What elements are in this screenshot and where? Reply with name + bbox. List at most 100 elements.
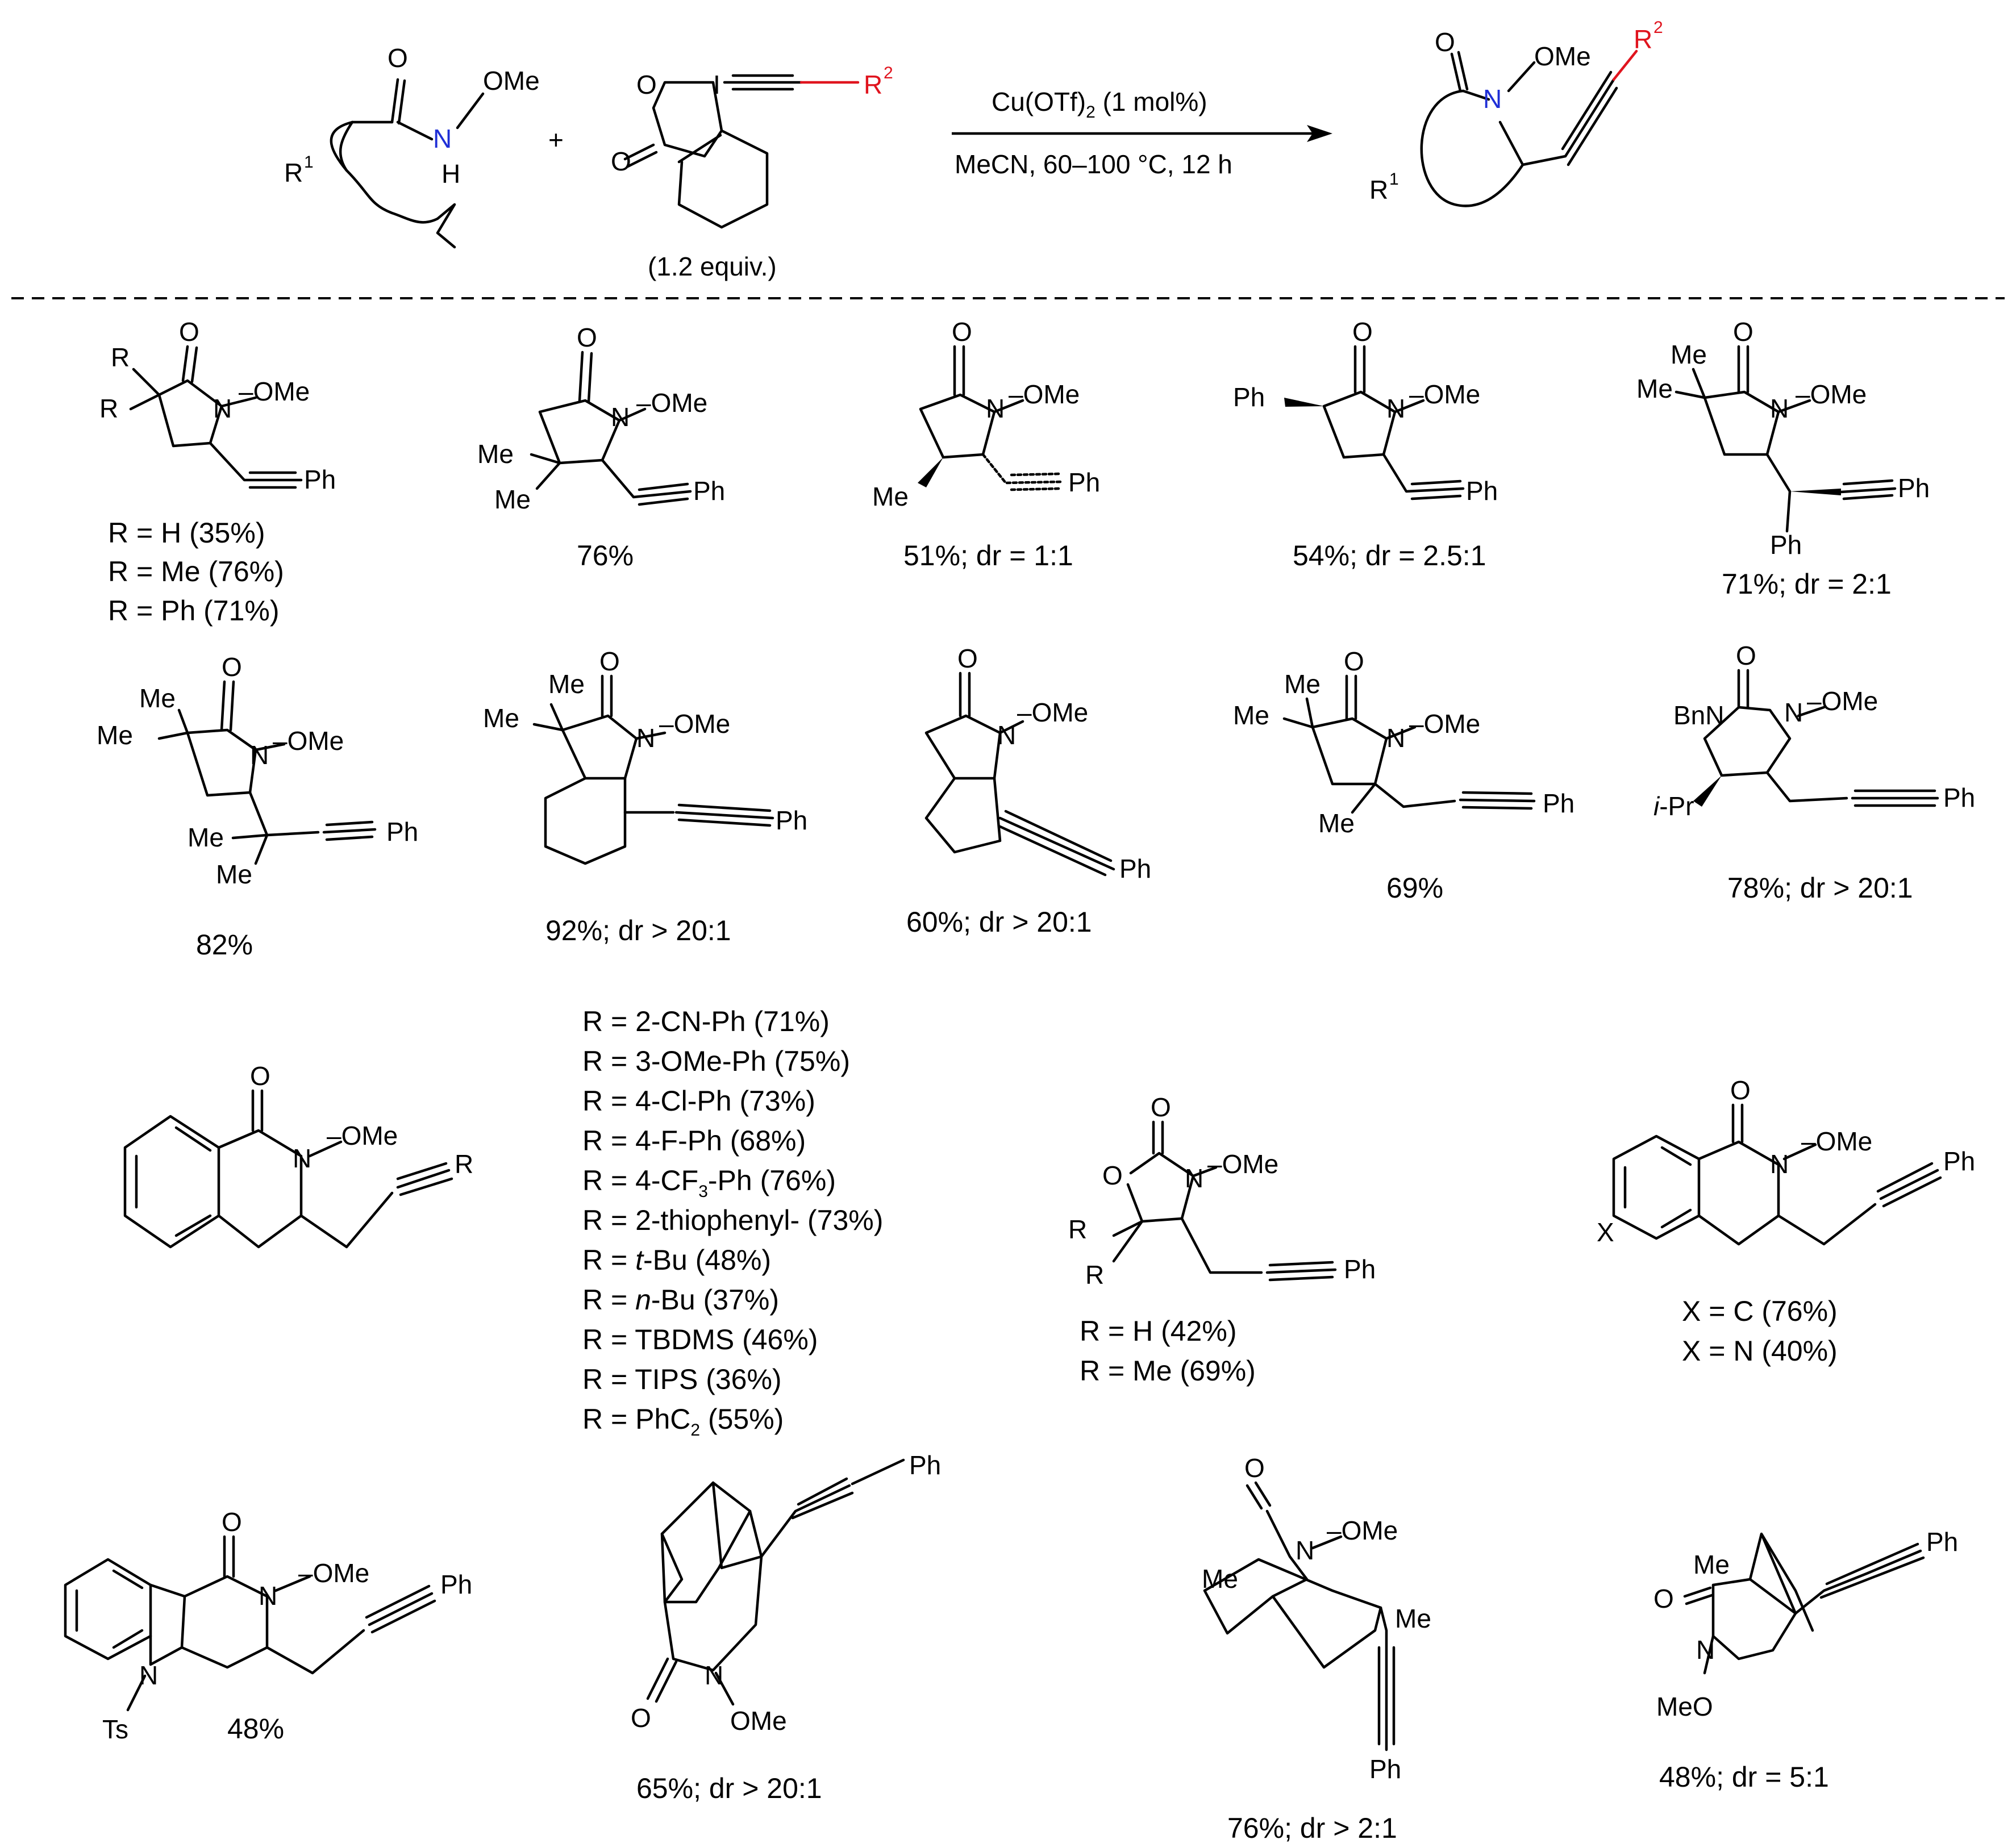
yield-label: 92%; dr > 20:1 xyxy=(545,915,731,946)
sm-r1: R xyxy=(284,158,303,187)
yield-label: X = N (40%) xyxy=(1682,1335,1838,1367)
r-entry: R = 2-CN-Ph (71%) xyxy=(582,1006,830,1037)
label-bnn: BnN xyxy=(1673,700,1724,730)
yield-label: 60%; dr > 20:1 xyxy=(906,906,1092,938)
label-ph: Ph xyxy=(1898,473,1930,503)
label-n: N xyxy=(636,723,655,753)
yield-label: 82% xyxy=(196,929,253,961)
plus-sign: + xyxy=(548,125,564,155)
label-ome: –OMe xyxy=(239,377,310,406)
label-ome: –OMe xyxy=(1009,379,1080,409)
label-ph: Ph xyxy=(776,806,807,835)
label-ph: Ph xyxy=(1119,854,1151,883)
product-carbonyl-o: O xyxy=(1435,27,1455,57)
label-ts: Ts xyxy=(102,1714,128,1744)
label-n: N xyxy=(293,1144,311,1173)
label-me: Me xyxy=(1693,1550,1730,1579)
product-pyrrolidinone-beta-methyl: O N –OMe Me Ph 51%; dr = 1:1 xyxy=(872,317,1100,571)
label-n: N xyxy=(1386,723,1405,753)
product-pyrrolidinone-quaternary: O Me Me N –OMe Me Ph 69% xyxy=(1233,646,1575,904)
label-ph: Ph xyxy=(909,1450,941,1480)
r-entry: R = 4-Cl-Ph (73%) xyxy=(582,1085,815,1117)
label-n: N xyxy=(213,394,232,423)
label-ph: Ph xyxy=(1770,530,1802,560)
label-ome: –OMe xyxy=(636,388,707,418)
label-ph: Ph xyxy=(1369,1754,1401,1784)
label-ph: Ph xyxy=(1943,783,1975,812)
label-o: O xyxy=(1730,1075,1751,1105)
sm-carbonyl-o: O xyxy=(388,43,408,73)
label-r: R xyxy=(99,394,118,423)
product-general: O N OMe R 1 R 2 xyxy=(1369,18,1663,207)
product-ome: OMe xyxy=(1534,41,1591,71)
label-r: R xyxy=(455,1149,473,1179)
label-me: Me xyxy=(1233,700,1269,730)
label-n: N xyxy=(705,1661,723,1690)
yield-label: 48%; dr = 5:1 xyxy=(1659,1761,1829,1793)
yield-label: 71%; dr = 2:1 xyxy=(1722,568,1892,600)
label-ome: –OMe xyxy=(327,1121,398,1150)
yield-label: 48% xyxy=(227,1713,284,1745)
label-ph: Ph xyxy=(386,817,418,846)
label-ipr: i-Pr xyxy=(1653,791,1694,821)
label-o: O xyxy=(1102,1161,1123,1190)
r-entry: R = 4-F-Ph (68%) xyxy=(582,1125,806,1157)
label-n: N xyxy=(139,1661,158,1690)
yield-label: 51%; dr = 1:1 xyxy=(903,540,1073,571)
label-o: O xyxy=(1352,317,1373,347)
label-n: N xyxy=(1696,1635,1715,1665)
label-ph: Ph xyxy=(1068,468,1100,497)
label-ome: OMe xyxy=(730,1706,787,1736)
label-ome: –OMe xyxy=(1017,698,1088,727)
label-n: N xyxy=(1296,1536,1314,1565)
label-ph: Ph xyxy=(304,465,336,494)
ebx-r2-superscript: 2 xyxy=(884,64,893,82)
product-tricyclic-lactam: Ph O N OMe 65%; dr > 20:1 xyxy=(631,1450,941,1804)
product-pyrrolidinone-tertiary-propargyl: O Me Me N –OMe Me Me Ph 82% xyxy=(97,652,418,961)
label-o: O xyxy=(1244,1453,1265,1483)
r-entry: R = 3-OMe-Ph (75%) xyxy=(582,1045,850,1077)
label-ph: Ph xyxy=(1466,476,1498,506)
label-n: N xyxy=(986,394,1005,423)
label-ome: –OMe xyxy=(298,1558,369,1588)
label-me: Me xyxy=(1395,1604,1431,1633)
product-dihydroisoquinolinone: O N –OMe R xyxy=(123,1061,473,1249)
label-o: O xyxy=(222,652,242,682)
label-o: O xyxy=(952,317,972,347)
label-me: Me xyxy=(477,439,514,469)
label-ome: –OMe xyxy=(659,709,730,739)
label-ome: –OMe xyxy=(1409,379,1480,409)
product-r1: R xyxy=(1369,175,1388,205)
r-entry: R = 4-CF3-Ph (76%) xyxy=(582,1165,836,1201)
product-pyrrolidinone-alpha-r2: O R R N –OMe Ph R = H (35%) R = Me (76%)… xyxy=(99,317,336,627)
label-n: N xyxy=(997,720,1016,750)
sm-nh-hydrogen: H xyxy=(441,159,460,189)
ebx-carbonyl-oxygen: O xyxy=(611,147,631,176)
label-ph: Ph xyxy=(1233,382,1265,412)
r-entry: R = n-Bu (37%) xyxy=(582,1284,779,1316)
product-octahydroindolone: O Me Me N –OMe Ph 92%; dr > 20:1 xyxy=(483,646,807,946)
label-me: Me xyxy=(1671,340,1707,369)
label-r: R xyxy=(1068,1215,1087,1244)
label-o: O xyxy=(577,323,597,352)
label-ome: –OMe xyxy=(1409,709,1480,739)
product-tetrahydro-beta-carbolinone: O N –OMe N Ts Ph 48% xyxy=(64,1507,472,1745)
label-o: O xyxy=(1344,646,1364,676)
yield-label: 69% xyxy=(1386,872,1443,904)
label-n: N xyxy=(1770,394,1789,423)
ebx-ring-oxygen: O xyxy=(636,70,657,99)
label-ome: –OMe xyxy=(1807,686,1878,716)
starting-material-hydroxamate: O N H OMe R 1 xyxy=(284,43,540,249)
label-o: O xyxy=(1733,317,1753,347)
label-o: O xyxy=(179,317,199,347)
yield-label: R = Ph (71%) xyxy=(108,595,280,627)
label-n: N xyxy=(611,402,630,432)
label-ph: Ph xyxy=(1943,1146,1975,1176)
label-ph: Ph xyxy=(440,1570,472,1599)
yield-label: 76%; dr > 2:1 xyxy=(1227,1812,1397,1844)
yield-label: R = Me (69%) xyxy=(1080,1355,1256,1387)
yield-label: 54%; dr = 2.5:1 xyxy=(1293,540,1486,571)
label-me: Me xyxy=(188,823,224,852)
product-r2: R xyxy=(1634,24,1652,54)
